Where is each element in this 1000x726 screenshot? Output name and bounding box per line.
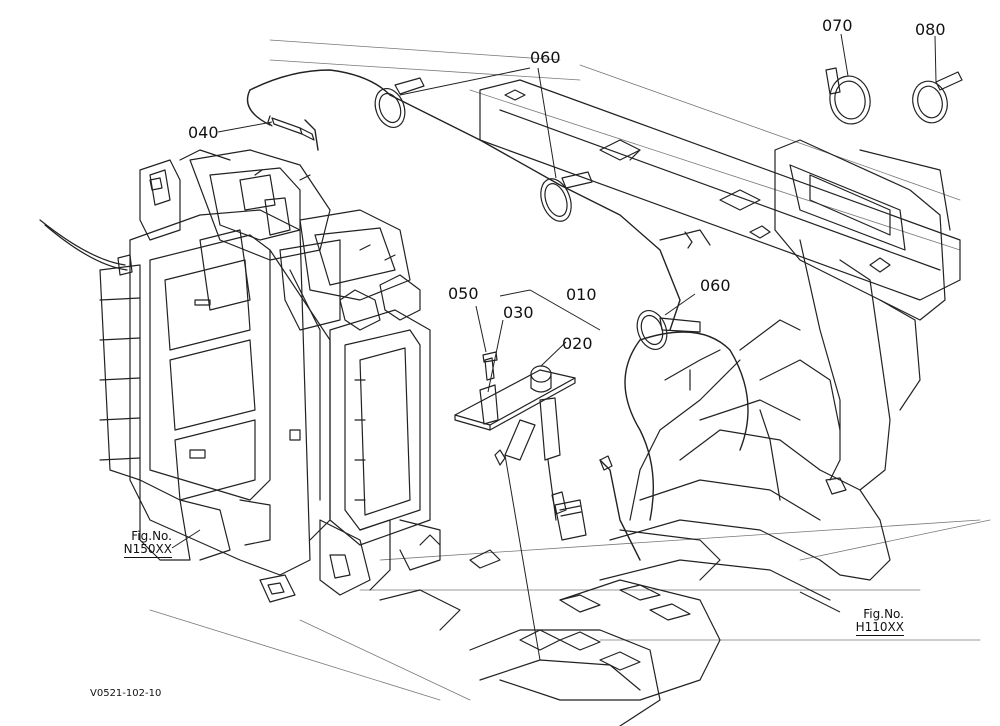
callout-080: 080 [915,20,946,39]
cable-tie-060-a [370,78,424,132]
heater-unit-assembly [40,150,430,602]
switch-assembly-010 [455,352,612,540]
cable-tie-070 [826,68,874,127]
connector-pin-040 [268,116,314,140]
background-lines [150,40,990,700]
cable-tie-080 [908,72,962,127]
callout-050: 050 [448,284,479,303]
callout-020: 020 [562,334,593,353]
cable-tie-060-b [535,172,592,225]
figref-left-line2: N150XX [123,542,172,558]
wire-harness [248,70,749,560]
callout-040: 040 [188,123,219,142]
figref-left-line1: Fig.No. [131,529,172,543]
figref-left: Fig.No. N150XX [110,529,172,558]
figref-right-line2: H110XX [855,620,904,636]
callout-060-right: 060 [700,276,731,295]
callout-030: 030 [503,303,534,322]
drawing-code: V0521-102-10 [90,688,162,699]
figref-right: Fig.No. H110XX [840,607,904,636]
callout-070: 070 [822,16,853,35]
callout-010: 010 [566,285,597,304]
callout-060-top: 060 [530,48,561,67]
figref-right-line1: Fig.No. [863,607,904,621]
leader-lines [172,34,936,660]
cable-tie-060-c [632,306,700,353]
frame-assembly [380,80,960,726]
